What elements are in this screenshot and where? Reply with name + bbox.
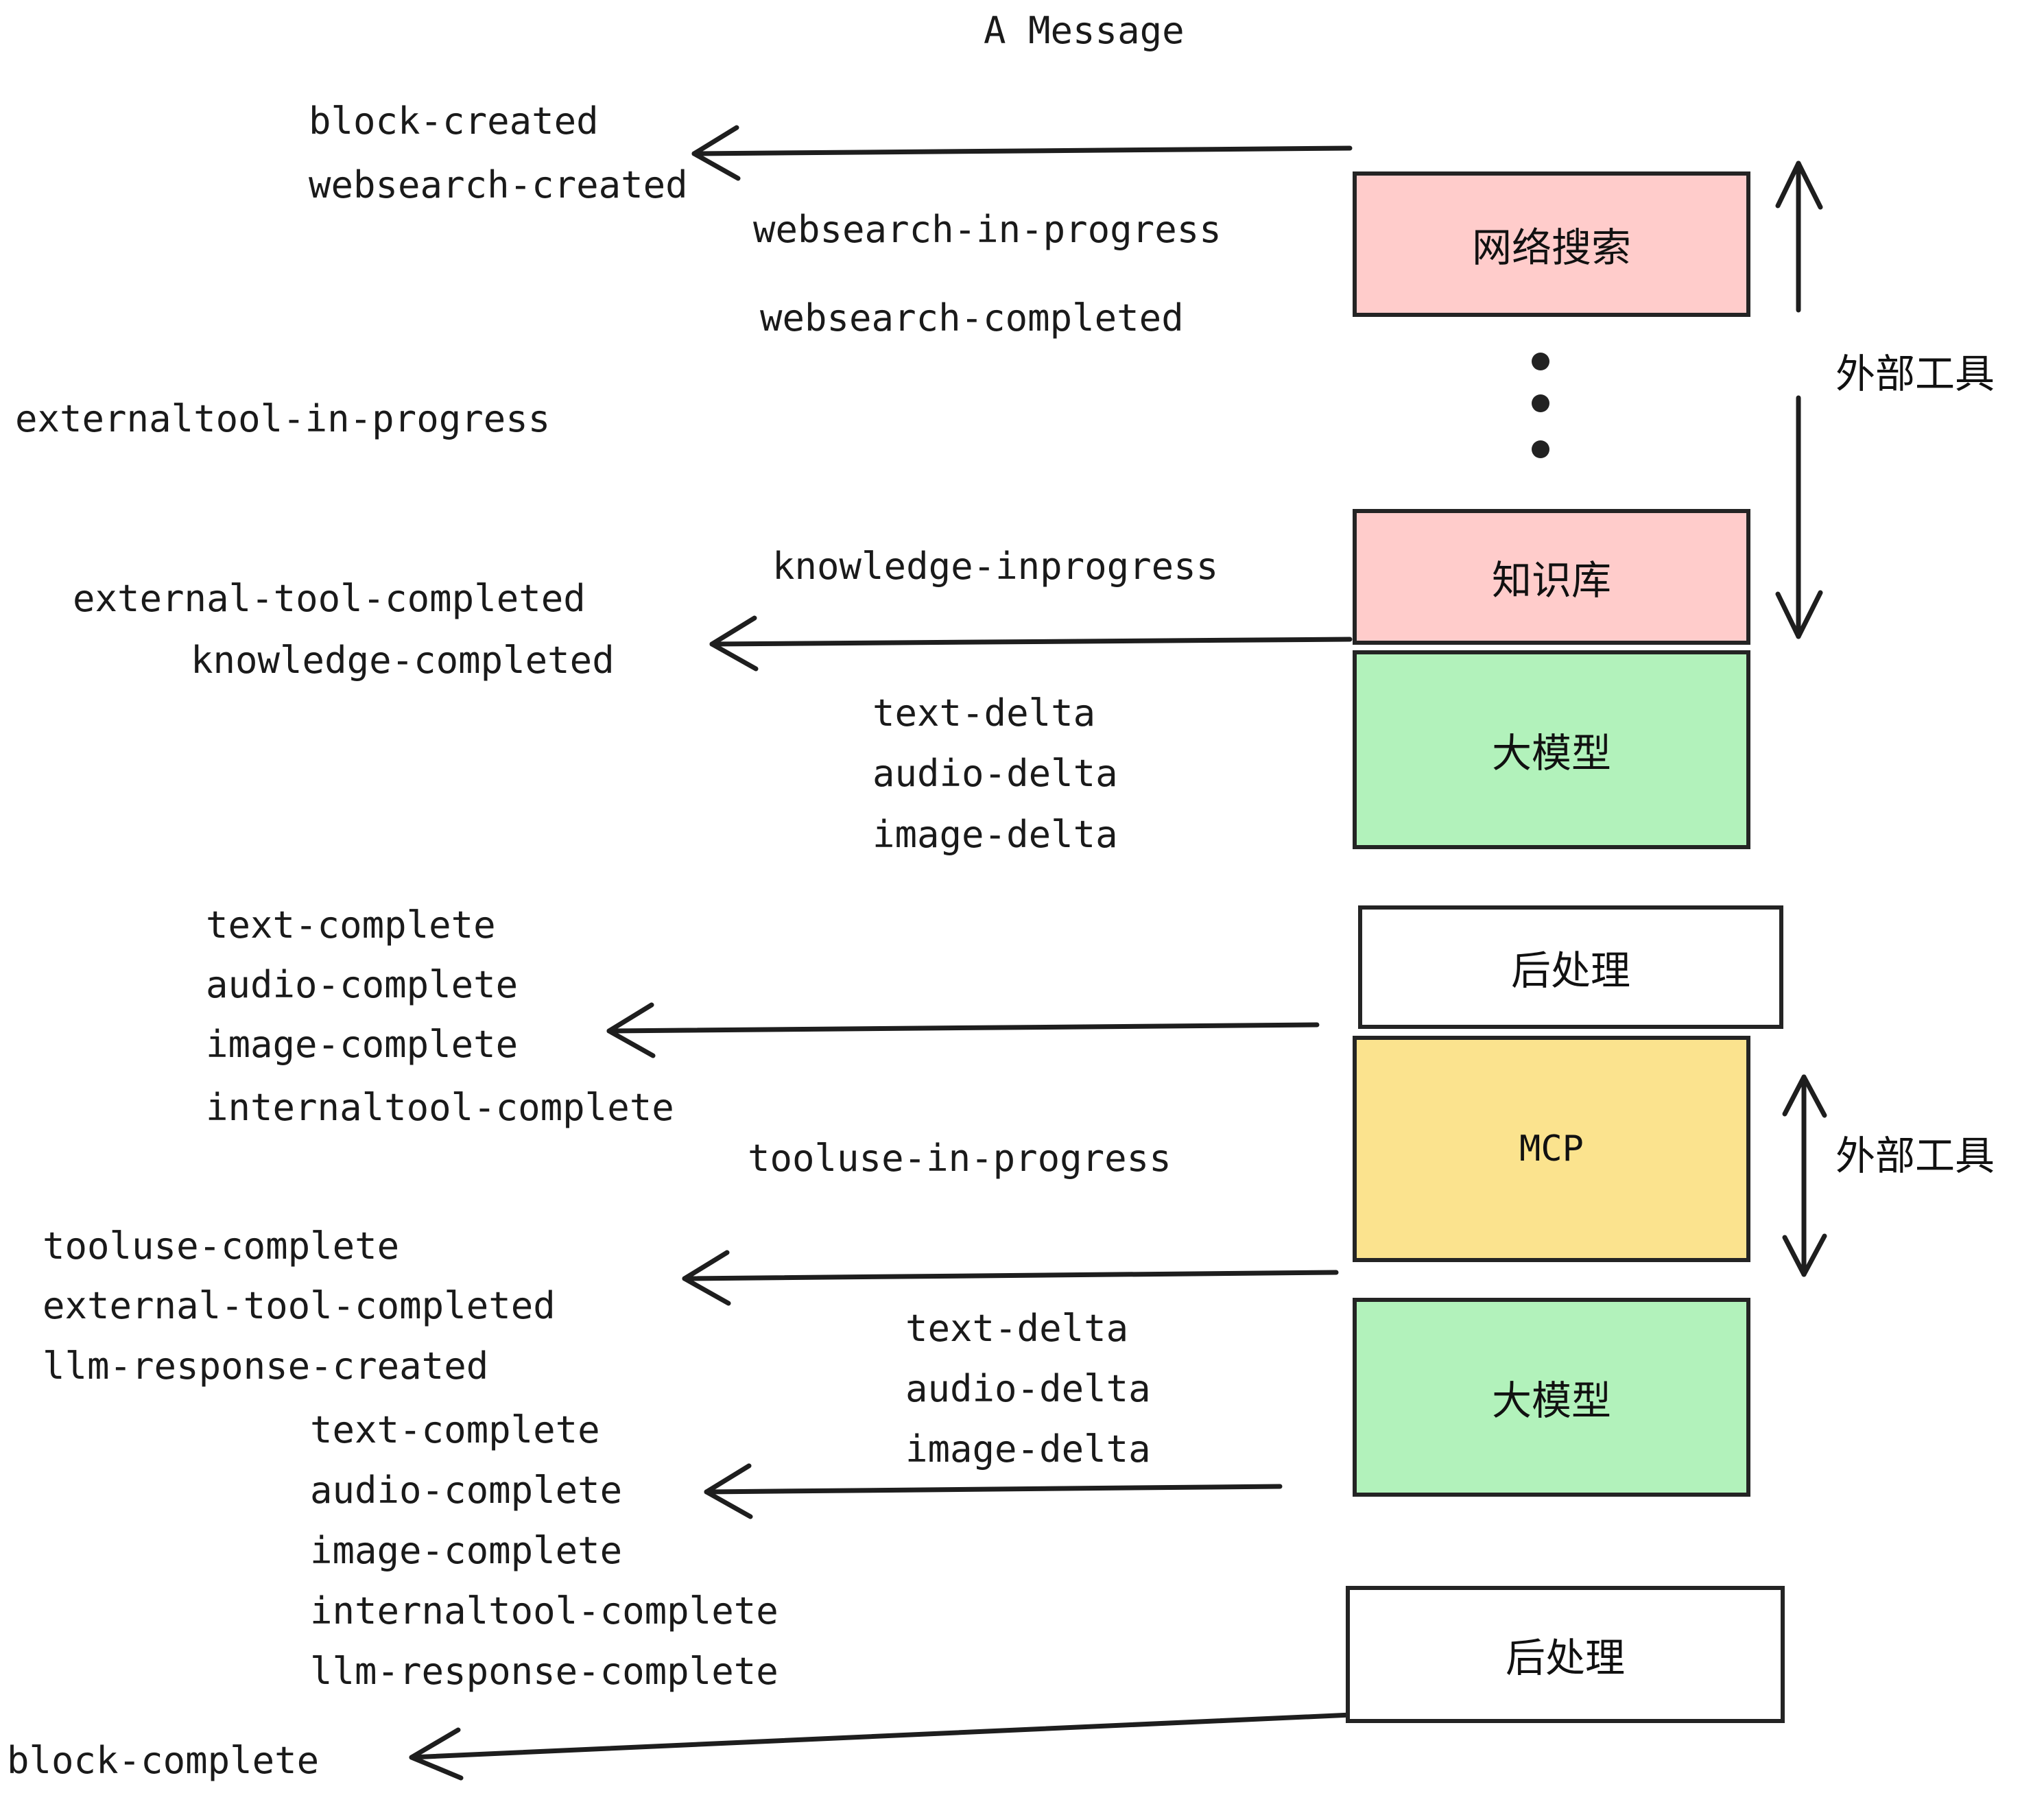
event-tooluse-complete: tooluse-complete — [43, 1224, 400, 1268]
label-external-tool-top: 外部工具 — [1835, 351, 1995, 397]
box-knowledge-label: 知识库 — [1491, 557, 1611, 604]
box-postprocess-first-label: 后处理 — [1510, 947, 1630, 994]
event-external-tool-completed-first: external-tool-completed — [73, 577, 586, 620]
bracket-external-tool-bottom-up — [1782, 1074, 1827, 1184]
box-postprocess-second-label: 后处理 — [1505, 1635, 1625, 1681]
event-internaltool-complete-second: internaltool-complete — [310, 1589, 779, 1633]
bracket-external-tool-top-up — [1775, 161, 1823, 313]
box-mcp[interactable]: MCP — [1353, 1036, 1750, 1262]
event-audio-complete-second: audio-complete — [310, 1469, 623, 1512]
ellipsis-dot-1 — [1532, 353, 1549, 370]
event-knowledge-completed: knowledge-completed — [191, 639, 615, 682]
event-text-complete-second: text-complete — [310, 1408, 600, 1451]
event-tooluse-in-progress: tooluse-in-progress — [748, 1137, 1172, 1180]
event-image-complete-second: image-complete — [310, 1529, 623, 1572]
event-block-complete: block-complete — [7, 1739, 320, 1782]
diagram-title: A Message — [984, 9, 1185, 52]
event-text-complete-first: text-complete — [206, 903, 496, 947]
event-audio-delta-second: audio-delta — [905, 1367, 1151, 1410]
event-externaltool-in-progress: externaltool-in-progress — [15, 397, 551, 440]
event-image-delta-second: image-delta — [905, 1427, 1151, 1471]
event-websearch-completed: websearch-completed — [760, 296, 1184, 340]
box-llm-first-label: 大模型 — [1491, 730, 1611, 776]
event-audio-delta-first: audio-delta — [872, 752, 1118, 795]
bracket-external-tool-top-down — [1775, 395, 1823, 639]
arrow-tooluse-complete — [682, 1250, 1339, 1306]
arrow-block-created — [691, 125, 1353, 181]
box-websearch-label: 网络搜索 — [1471, 224, 1631, 271]
event-text-delta-first: text-delta — [872, 691, 1096, 735]
box-llm-second-label: 大模型 — [1491, 1377, 1611, 1424]
bracket-external-tool-bottom-down — [1782, 1176, 1827, 1277]
box-postprocess-first[interactable]: 后处理 — [1358, 905, 1783, 1029]
box-mcp-label: MCP — [1519, 1128, 1584, 1170]
event-external-tool-completed-second: external-tool-completed — [43, 1284, 556, 1327]
arrow-knowledge-completed — [709, 615, 1353, 672]
event-llm-response-complete: llm-response-complete — [310, 1650, 779, 1693]
event-image-complete-first: image-complete — [206, 1023, 519, 1066]
arrow-audio-complete — [704, 1463, 1283, 1519]
event-websearch-created: websearch-created — [309, 163, 688, 206]
event-internaltool-complete-first: internaltool-complete — [206, 1086, 674, 1129]
event-image-delta-first: image-delta — [872, 813, 1118, 856]
label-external-tool-bottom: 外部工具 — [1835, 1132, 1995, 1179]
event-websearch-in-progress: websearch-in-progress — [753, 208, 1222, 251]
event-llm-response-created: llm-response-created — [43, 1344, 489, 1388]
event-knowledge-inprogress: knowledge-inprogress — [772, 545, 1219, 588]
box-knowledge[interactable]: 知识库 — [1353, 509, 1750, 645]
box-websearch[interactable]: 网络搜索 — [1353, 171, 1750, 317]
arrow-block-complete — [409, 1712, 1354, 1781]
box-llm-second[interactable]: 大模型 — [1353, 1298, 1750, 1497]
box-llm-first[interactable]: 大模型 — [1353, 650, 1750, 849]
event-audio-complete-first: audio-complete — [206, 963, 519, 1006]
ellipsis-dot-2 — [1532, 394, 1549, 412]
arrow-image-complete — [606, 1002, 1320, 1058]
event-text-delta-second: text-delta — [905, 1307, 1129, 1350]
event-block-created: block-created — [309, 99, 599, 143]
ellipsis-dot-3 — [1532, 440, 1549, 458]
box-postprocess-second[interactable]: 后处理 — [1346, 1586, 1785, 1723]
